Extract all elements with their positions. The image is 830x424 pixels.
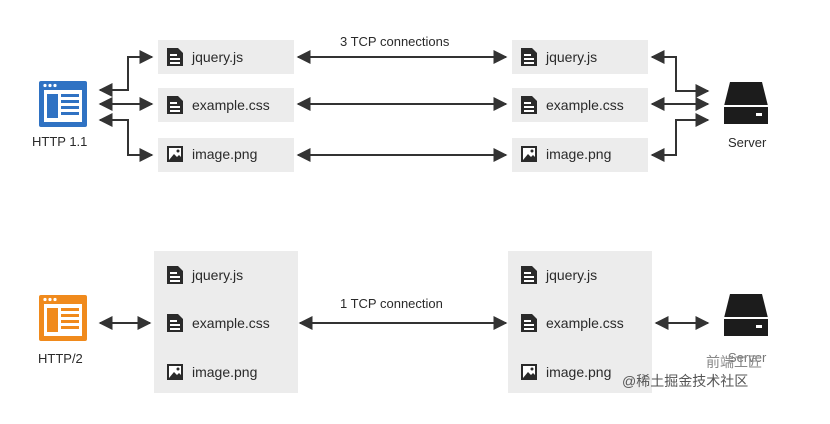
- document-icon: [521, 96, 537, 114]
- http11-server-icon: [722, 80, 770, 131]
- http11-client-file-box: image.png: [158, 138, 294, 172]
- http2-browser-icon: [38, 294, 88, 347]
- file-name: example.css: [192, 315, 270, 331]
- file-item: example.css: [166, 95, 270, 115]
- http2-server-label: Server: [728, 350, 767, 365]
- file-item: jquery.js: [520, 47, 597, 67]
- document-icon: [167, 96, 183, 114]
- file-item: image.png: [166, 363, 257, 381]
- file-item: example.css: [166, 313, 270, 333]
- http2-server-file-group: jquery.js example.css image.png: [508, 251, 652, 393]
- server-image-arrow: [650, 113, 710, 162]
- file-item: image.png: [520, 145, 611, 163]
- file-name: image.png: [192, 146, 258, 162]
- file-item: example.css: [520, 95, 624, 115]
- image-icon: [521, 364, 537, 380]
- watermark-overlay: 前端工匠: [706, 354, 762, 370]
- http2-server-icon: [722, 292, 770, 343]
- image-icon: [167, 146, 183, 162]
- file-item: image.png: [166, 145, 257, 163]
- client-to-image-arrow: [98, 113, 154, 162]
- image-icon: [167, 364, 183, 380]
- watermark-text: @稀土掘金技术社区: [622, 373, 749, 389]
- http11-client-file-box: jquery.js: [158, 40, 294, 74]
- file-name: jquery.js: [546, 267, 598, 283]
- http2-client-label: HTTP/2: [38, 351, 83, 366]
- file-name: example.css: [546, 97, 624, 113]
- document-icon: [521, 266, 537, 284]
- http2-connection-label: 1 TCP connection: [340, 296, 443, 311]
- document-icon: [521, 314, 537, 332]
- file-name: jquery.js: [192, 49, 244, 65]
- http11-browser-icon: [38, 80, 88, 133]
- file-name: jquery.js: [192, 267, 244, 283]
- document-icon: [167, 48, 183, 66]
- file-name: example.css: [546, 315, 624, 331]
- file-item: example.css: [520, 313, 624, 333]
- http11-server-file-box: image.png: [512, 138, 648, 172]
- http2-client-file-group: jquery.js example.css image.png: [154, 251, 298, 393]
- http11-client-file-box: example.css: [158, 88, 294, 122]
- http11-client-label: HTTP 1.1: [32, 134, 88, 149]
- http11-connection-label: 3 TCP connections: [340, 34, 450, 49]
- document-icon: [521, 48, 537, 66]
- file-item: jquery.js: [166, 47, 243, 67]
- file-item: jquery.js: [166, 265, 243, 285]
- http11-server-file-box: example.css: [512, 88, 648, 122]
- document-icon: [167, 314, 183, 332]
- file-item: jquery.js: [520, 265, 597, 285]
- client-to-jquery-arrow: [98, 50, 154, 97]
- server-jquery-arrow: [650, 50, 710, 98]
- document-icon: [167, 266, 183, 284]
- http11-server-file-box: jquery.js: [512, 40, 648, 74]
- file-name: image.png: [192, 364, 258, 380]
- file-item: image.png: [520, 363, 611, 381]
- file-name: jquery.js: [546, 49, 598, 65]
- image-icon: [521, 146, 537, 162]
- http11-server-label: Server: [728, 135, 767, 150]
- file-name: example.css: [192, 97, 270, 113]
- file-name: image.png: [546, 146, 612, 162]
- file-name: image.png: [546, 364, 612, 380]
